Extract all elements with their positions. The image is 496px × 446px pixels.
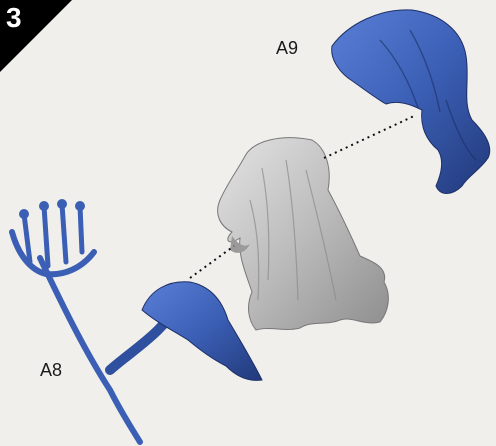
part-a9-model xyxy=(332,10,490,194)
part-a8-model xyxy=(12,199,262,442)
part-label-a9: A9 xyxy=(276,38,298,59)
guide-line-a9 xyxy=(324,116,414,158)
base-figure xyxy=(218,138,389,330)
step-number: 3 xyxy=(6,2,22,34)
part-label-a8: A8 xyxy=(40,360,62,381)
guide-line-a8 xyxy=(190,246,234,278)
